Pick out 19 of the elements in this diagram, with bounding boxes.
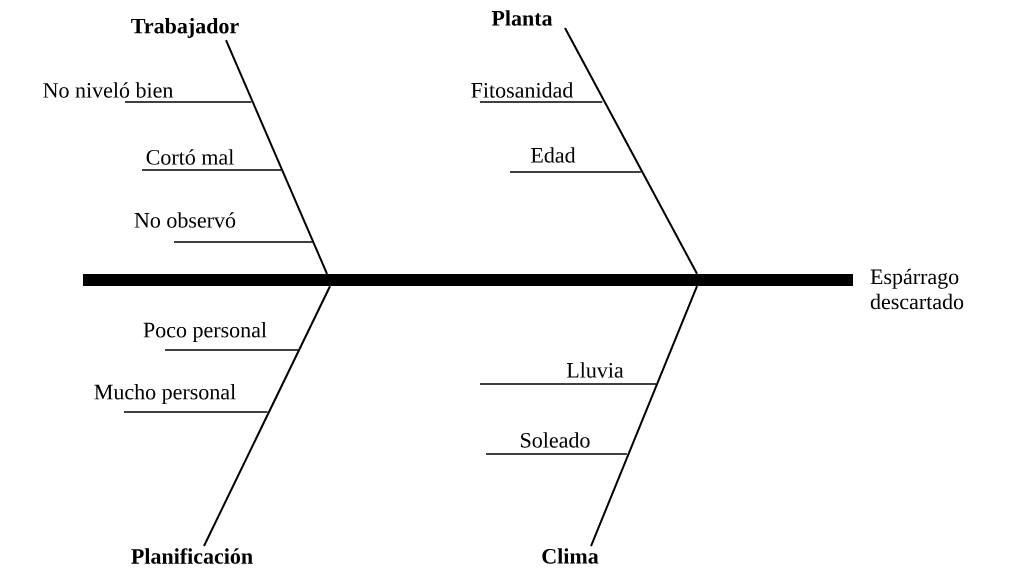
bone-line <box>225 39 328 275</box>
cause-label: Poco personal <box>143 322 267 342</box>
bone-line <box>564 26 698 275</box>
cause-label: Edad <box>531 147 576 163</box>
cause-label: No observó <box>134 212 236 228</box>
category-label: Planta <box>491 10 553 26</box>
category-label: Planificación <box>131 548 253 564</box>
bone-line <box>590 285 698 548</box>
cause-label: No niveló bien <box>43 82 174 98</box>
cause-label: Cortó mal <box>146 149 234 165</box>
cause-label: Mucho personal <box>94 384 236 404</box>
category-label: Clima <box>542 548 599 564</box>
cause-label: Fitosanidad <box>471 82 574 98</box>
cause-label: Lluvia <box>566 362 624 378</box>
category-label: Trabajador <box>131 18 239 38</box>
effect-label: Espárrago descartado <box>870 268 964 310</box>
bone-line <box>203 285 331 547</box>
spine-bar <box>83 274 853 286</box>
cause-label: Soleado <box>521 432 590 448</box>
